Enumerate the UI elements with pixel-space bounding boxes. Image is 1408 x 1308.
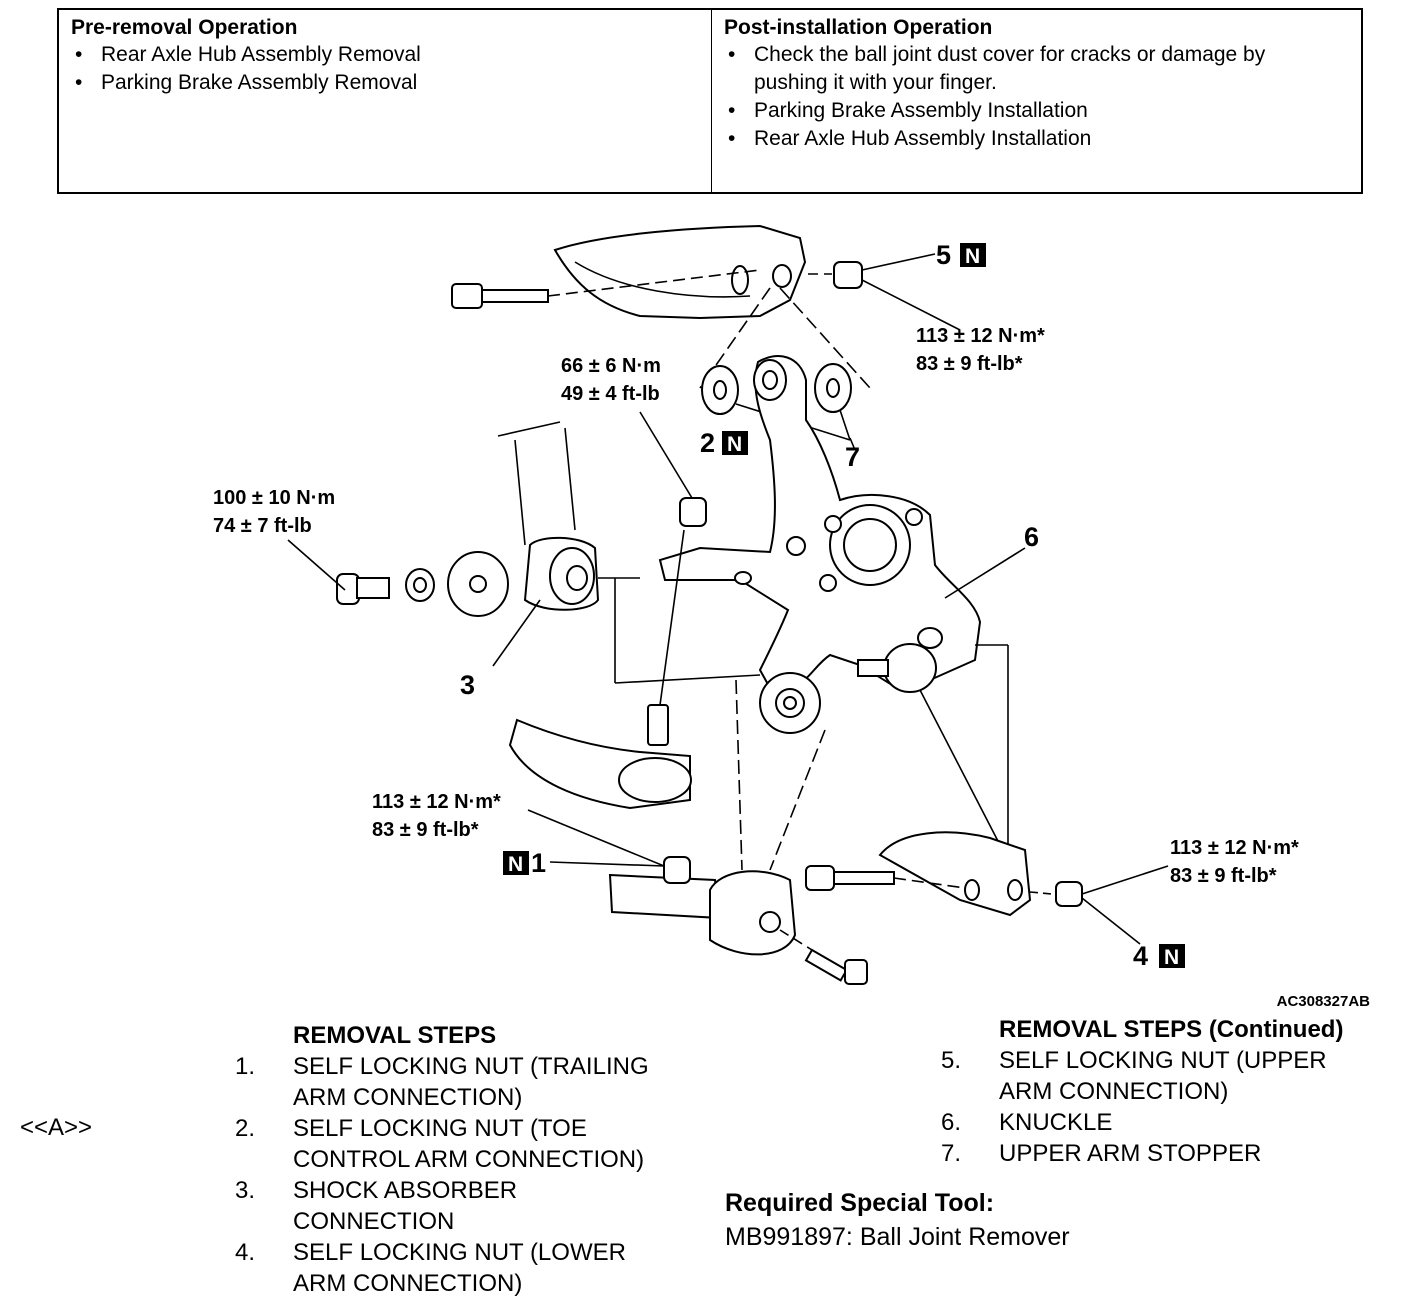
torque-2-nm: 66 ± 6 N·m <box>561 355 661 377</box>
removal-steps-title: REMOVAL STEPS <box>293 1022 497 1049</box>
removal-steps-continued-title: REMOVAL STEPS (Continued) <box>999 1016 1344 1043</box>
torque-5-ftlb: 83 ± 9 ft-lb* <box>916 353 1023 375</box>
torque-5-nm: 113 ± 12 N·m* <box>916 325 1045 347</box>
shock-absorber <box>497 421 600 611</box>
torque-3-nm: 100 ± 10 N·m <box>213 487 335 509</box>
callout-4: 4 N <box>1133 941 1185 971</box>
callout-6: 6 <box>1024 522 1039 552</box>
svg-text:N: N <box>727 433 742 456</box>
removal-steps: REMOVAL STEPS 1. SELF LOCKING NUT (TRAIL… <box>235 1020 693 1299</box>
nut-2 <box>679 497 707 527</box>
post-installation-item: Rear Axle Hub Assembly Installation <box>724 125 1349 153</box>
svg-text:N: N <box>1164 946 1179 969</box>
nut-5 <box>808 253 961 331</box>
torque-4-nm: 113 ± 12 N·m* <box>1170 837 1299 859</box>
special-tool-text: MB991897: Ball Joint Remover <box>725 1223 1070 1251</box>
lower-arm <box>878 831 1032 917</box>
removal-step: 4. SELF LOCKING NUT (LOWER ARM CONNECTIO… <box>235 1239 626 1297</box>
removal-step: 7. UPPER ARM STOPPER <box>941 1140 1262 1167</box>
pre-removal-title: Pre-removal Operation <box>71 16 298 39</box>
pre-removal-item: Parking Brake Assembly Removal <box>71 69 699 97</box>
special-tool-title: Required Special Tool: <box>725 1189 995 1217</box>
pre-removal-column: Pre-removal Operation Rear Axle Hub Asse… <box>59 10 712 192</box>
post-installation-title: Post-installation Operation <box>724 16 993 39</box>
post-installation-item: Parking Brake Assembly Installation <box>724 97 1349 125</box>
callout-1: N 1 <box>503 848 546 878</box>
figure-code: AC308327AB <box>1277 993 1371 1010</box>
torque-4-ftlb: 83 ± 9 ft-lb* <box>1170 865 1277 887</box>
callout-5: 5 N <box>936 240 986 270</box>
lower-arm-bolt <box>805 865 966 891</box>
post-installation-list: Check the ball joint dust cover for crac… <box>724 41 1349 153</box>
pre-removal-list: Rear Axle Hub Assembly Removal Parking B… <box>71 41 699 97</box>
operations-table: Pre-removal Operation Rear Axle Hub Asse… <box>57 8 1363 194</box>
nut-4 <box>1055 881 1083 907</box>
svg-text:2: 2 <box>700 428 715 458</box>
shock-bolt <box>336 573 390 605</box>
knuckle-exploded-diagram: 113 ± 12 N·m* 83 ± 9 ft-lb* 66 ± 6 N·m 4… <box>213 224 1371 1010</box>
toe-control-arm <box>508 704 692 810</box>
special-tool: Required Special Tool: MB991897: Ball Jo… <box>725 1186 1070 1254</box>
svg-text:1: 1 <box>531 848 546 878</box>
removal-step: 6. KNUCKLE <box>941 1109 1113 1136</box>
torque-1-ftlb: 83 ± 9 ft-lb* <box>372 819 479 841</box>
pre-removal-item: Rear Axle Hub Assembly Removal <box>71 41 699 69</box>
knuckle <box>658 355 982 692</box>
torque-1-nm: 113 ± 12 N·m* <box>372 791 501 813</box>
upper-arm <box>553 224 807 320</box>
trailing-arm <box>608 870 797 956</box>
removal-step: 2. SELF LOCKING NUT (TOE CONTROL ARM CON… <box>235 1115 645 1173</box>
step-marker: <<A>> <box>20 1114 93 1141</box>
removal-step: 3. SHOCK ABSORBER CONNECTION <box>235 1177 518 1235</box>
torque-3-ftlb: 74 ± 7 ft-lb <box>213 515 312 537</box>
removal-steps-continued: REMOVAL STEPS (Continued) 5. SELF LOCKIN… <box>941 1014 1369 1169</box>
nut-1 <box>663 856 691 884</box>
svg-text:N: N <box>965 245 980 268</box>
svg-text:4: 4 <box>1133 941 1148 971</box>
callout-2: 2 N <box>700 428 748 458</box>
upper-arm-bolt <box>451 269 761 309</box>
post-installation-item: Check the ball joint dust cover for crac… <box>724 41 1349 97</box>
torque-2-ftlb: 49 ± 4 ft-lb <box>561 383 660 405</box>
removal-step: 5. SELF LOCKING NUT (UPPER ARM CONNECTIO… <box>941 1047 1327 1105</box>
callout-3: 3 <box>460 670 475 700</box>
svg-text:N: N <box>508 853 523 876</box>
callout-7: 7 <box>845 442 860 472</box>
removal-step: 1. SELF LOCKING NUT (TRAILING ARM CONNEC… <box>235 1053 649 1111</box>
post-installation-column: Post-installation Operation Check the ba… <box>712 10 1361 192</box>
svg-text:5: 5 <box>936 240 951 270</box>
